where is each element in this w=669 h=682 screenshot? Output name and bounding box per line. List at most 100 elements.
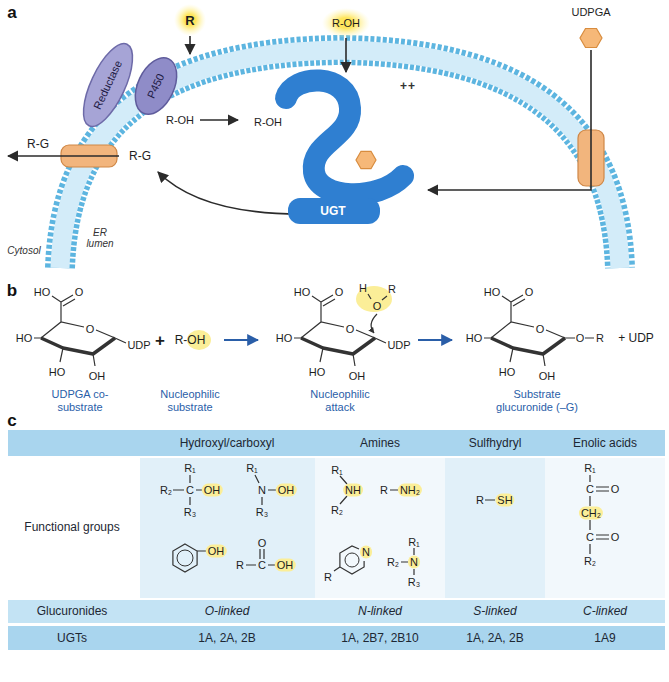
column-header: Amines (360, 436, 400, 450)
flow-arrow (428, 50, 591, 190)
glucuronic-acid (294, 295, 386, 366)
atom-label: N (408, 556, 420, 569)
atom-label: UDP (387, 339, 410, 352)
export-arrow (8, 155, 119, 157)
panel-letter: c (7, 411, 16, 430)
metabolite-label: + UDP (618, 331, 654, 345)
atom-label: HO (294, 286, 311, 299)
atom-label: HO (49, 366, 66, 379)
atom-label: OH (89, 370, 106, 383)
atom-label: O (335, 286, 344, 299)
charge-sign: ++ (400, 80, 416, 93)
atom-label: OH (206, 545, 227, 558)
atom-label: R (476, 494, 484, 507)
flow-arrow (200, 119, 238, 121)
atom-label: HO (276, 332, 293, 345)
table-cell: 1A, 2A, 2B (466, 631, 523, 645)
table-cell: C-linked (583, 604, 627, 618)
atom-label: N (360, 546, 372, 559)
reductase-enzyme: Reductase (80, 36, 136, 134)
atom-label: O (611, 531, 620, 544)
atom-label: O (75, 286, 84, 299)
bond-lines (368, 294, 387, 300)
bond-lines (34, 295, 126, 366)
caption: UDPGA co-substrate (35, 388, 125, 414)
column-band (445, 458, 545, 598)
row-band (8, 626, 665, 650)
atom-label: HO (16, 332, 33, 345)
atom-label: R₂ (160, 484, 172, 497)
enzyme-label: UGT (320, 205, 345, 218)
atom-label: O (576, 332, 585, 345)
panel-letter: a (7, 3, 16, 22)
flow-arrow (345, 38, 347, 72)
row-header: UGTs (57, 631, 87, 645)
atom-label: R₂ (387, 556, 399, 569)
atom-label: R₂ (584, 555, 596, 568)
table-cell: 1A9 (594, 631, 615, 645)
table-cell: 1A, 2B7, 2B10 (341, 631, 418, 645)
glucuronide (484, 295, 594, 366)
atom-label: O (373, 300, 382, 313)
substrate-label: R-OH (332, 17, 360, 30)
compartment-label: ER lumen (83, 227, 117, 249)
table-cell: 1A, 2A, 2B (198, 631, 255, 645)
bond-lines (173, 475, 609, 575)
metabolite-label: R-G (27, 137, 49, 151)
flow-arrow (189, 36, 191, 54)
atom-label: C (186, 484, 194, 497)
atom-label: CH₂ (579, 507, 603, 520)
bond-lines (491, 338, 565, 354)
atom-label: R₁ (246, 462, 258, 475)
atom-label: R₁ (584, 462, 596, 475)
atom-label: OH (275, 559, 296, 572)
atom-label: OH (276, 484, 297, 497)
atom-label: C (586, 483, 594, 496)
atom-label: R (236, 559, 244, 572)
atom-label: O (525, 286, 534, 299)
p450-enzyme: P450R-OH (122, 54, 200, 130)
caption: Substrate glucuronide (–G) (487, 388, 587, 414)
column-header: Sulfhydryl (469, 436, 522, 450)
atom-label: H (359, 282, 367, 295)
atom-label: R₃ (184, 506, 196, 519)
node-shape-part (580, 29, 602, 48)
bond-lines (41, 338, 115, 354)
aromatic-circle (177, 550, 193, 566)
atom-label: O (611, 483, 620, 496)
header-bar (8, 430, 665, 456)
cosubstrate-label: UDPGA (571, 6, 610, 19)
atom-label: OH (349, 370, 366, 383)
atom-label: N (258, 484, 266, 497)
atom-label: OH (202, 484, 223, 497)
node-shape-part (356, 151, 376, 168)
attack-arrow (371, 314, 377, 333)
atom-label: O (346, 323, 355, 336)
atom-label: HO (499, 366, 516, 379)
atom-label: R (596, 332, 604, 345)
table-cell: S-linked (473, 604, 516, 618)
atom-label: HO (466, 332, 483, 345)
substrate-glow: R (174, 4, 206, 36)
metabolite-label: R-OH (254, 116, 282, 129)
atom-label: HO (34, 286, 51, 299)
atom-label: UDP (127, 339, 150, 352)
compartment-label: Cytosol (7, 245, 40, 256)
caption: Nucleophilic substrate (150, 388, 230, 414)
ugt-enzyme: R-OH UGT (238, 72, 428, 227)
bond-lines (294, 295, 386, 366)
atom-label: HO (309, 366, 326, 379)
atom-label: R (388, 283, 396, 296)
table-cell: O-linked (205, 604, 250, 618)
atom-label: R (380, 484, 388, 497)
atom-label: C (258, 559, 266, 572)
node-shape-part (322, 8, 370, 38)
atom-label: C (586, 531, 594, 544)
row-header: Functional groups (22, 520, 122, 534)
column-band (315, 458, 445, 598)
atom-label: R (324, 571, 332, 584)
node-shape-part (288, 198, 380, 224)
atom-label: R₃ (408, 576, 420, 589)
glucuronic-acid (34, 295, 126, 366)
column-header: Hydroxyl/carboxyl (180, 436, 275, 450)
